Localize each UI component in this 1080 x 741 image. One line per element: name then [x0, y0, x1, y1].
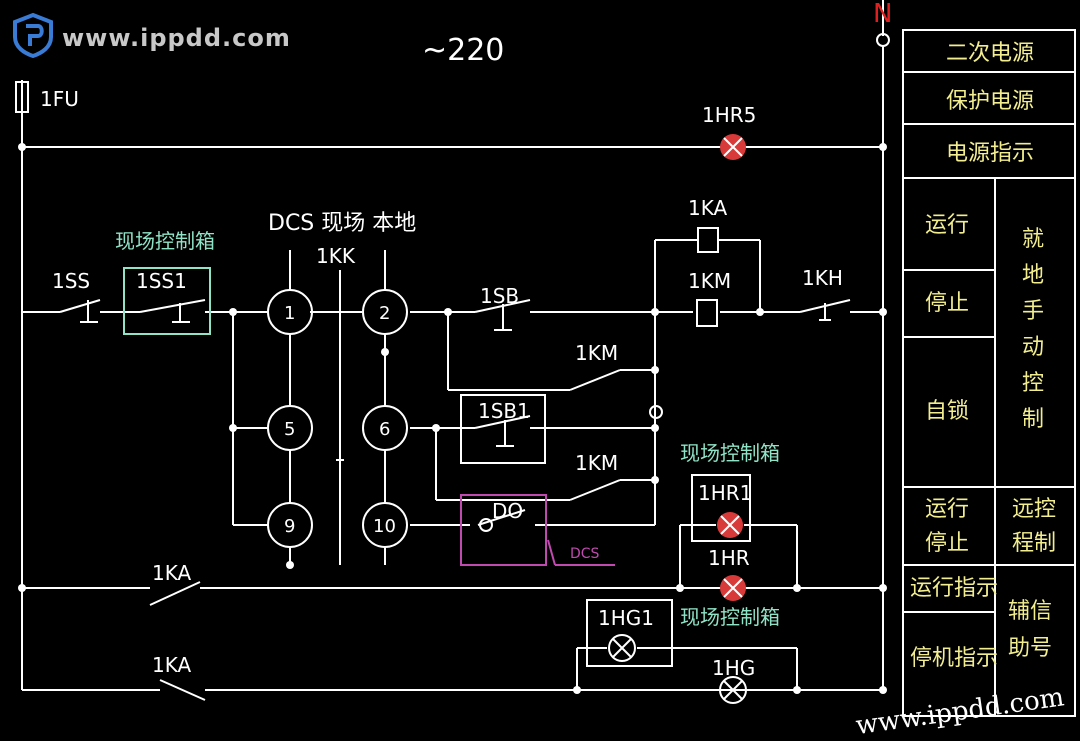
legend-stop: 停止 [925, 291, 969, 316]
watermark-top: www.ippdd.com [62, 24, 291, 52]
switch-pos-2: 2 [379, 303, 390, 324]
lamp-1hr [720, 575, 746, 601]
legend-aux-2: 助号 [1008, 636, 1052, 661]
switch-pos-5: 5 [284, 419, 295, 440]
legend-run-stop-1: 运行 [925, 497, 969, 522]
lamp-1hr1 [717, 512, 743, 538]
lamp-1hg [719, 676, 747, 704]
contact-1ka-low1: 1KA [152, 561, 191, 585]
legend-power-secondary: 二次电源 [946, 41, 1034, 66]
contact-1ka-top: 1KA [688, 196, 727, 220]
contact-1sb1: 1SB1 [478, 399, 530, 423]
switch-pos-6: 6 [379, 419, 390, 440]
switch-pos-1: 1 [284, 303, 295, 324]
legend-local-manual-2: 地 [1022, 263, 1044, 288]
legend-local-manual-1: 就 [1022, 227, 1044, 252]
local-box-label-1: 现场控制箱 [115, 229, 215, 253]
legend-stop-indicator: 停机指示 [910, 646, 998, 671]
legend-self-lock: 自锁 [925, 399, 969, 424]
legend-local-manual-6: 制 [1022, 407, 1044, 432]
legend-local-manual-4: 动 [1022, 335, 1044, 360]
switch-header: DCS 现场 本地 [268, 211, 416, 236]
legend-run-indicator: 运行指示 [910, 576, 998, 601]
legend-power-protect: 保护电源 [946, 89, 1034, 114]
legend-power-indicator: 电源指示 [946, 141, 1034, 166]
switch-pos-9: 9 [284, 516, 295, 537]
contact-1sb: 1SB [480, 284, 519, 308]
contact-1ss: 1SS [52, 269, 90, 293]
lamp-1hr5 [720, 134, 746, 160]
legend-local-manual-3: 手 [1022, 299, 1044, 324]
switch-pos-10: 10 [373, 516, 396, 537]
contact-1kh: 1KH [802, 266, 843, 290]
local-box-label-3: 现场控制箱 [680, 605, 780, 629]
legend-local-manual-5: 控 [1022, 371, 1044, 396]
contact-dcs-small: DCS [570, 546, 600, 562]
supply-label: ~220 [422, 33, 504, 68]
lamp-1hr5-label: 1HR5 [702, 103, 756, 127]
lamp-1hr1-label: 1HR1 [698, 481, 752, 505]
legend-run: 运行 [925, 213, 969, 238]
contact-1ka-low2: 1KA [152, 653, 191, 677]
contact-1ss1: 1SS1 [136, 269, 187, 293]
lamp-1hg1 [608, 634, 636, 662]
control-circuit-diagram: N ~220 1FU 1HR5 1HR1 1HR 1HG1 1HG 1KA 1K… [15, 0, 1076, 717]
contact-1km-mid2: 1KM [575, 451, 618, 475]
legend-remote-1: 远控 [1012, 497, 1056, 522]
legend-run-stop-2: 停止 [925, 531, 969, 556]
contact-do: DO [492, 499, 523, 523]
legend-remote-2: 程制 [1012, 531, 1056, 556]
contact-1km-top: 1KM [688, 269, 731, 293]
legend-aux-1: 辅信 [1008, 599, 1052, 624]
local-box-label-2: 现场控制箱 [680, 441, 780, 465]
fuse-label: 1FU [40, 87, 79, 111]
lamp-1hr-label: 1HR [708, 546, 750, 570]
site-logo-icon [13, 12, 53, 58]
terminal-n: N [873, 0, 892, 29]
lamp-1hg-label: 1HG [712, 656, 755, 680]
lamp-1hg1-label: 1HG1 [598, 606, 654, 630]
contact-1km-mid1: 1KM [575, 341, 618, 365]
switch-1kk: 1KK [316, 244, 356, 268]
